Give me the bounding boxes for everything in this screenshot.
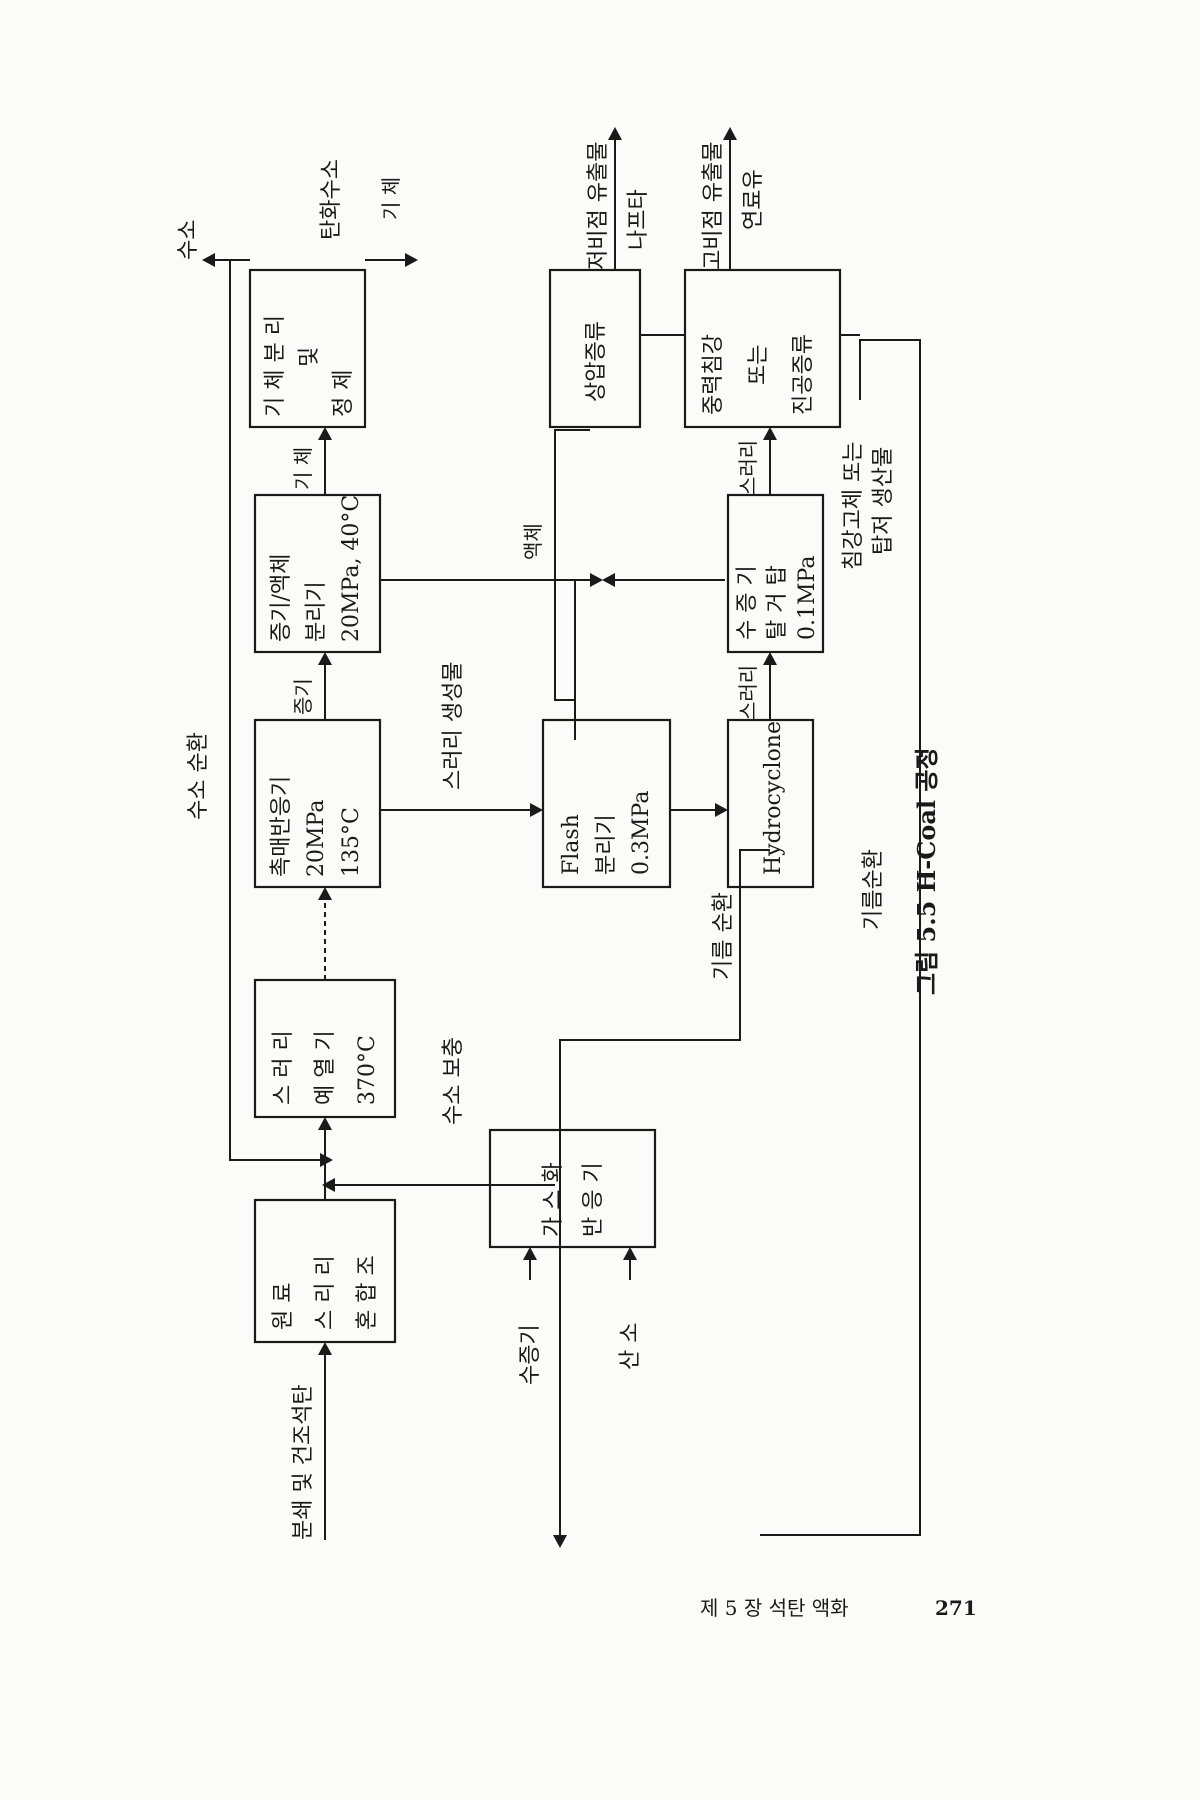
slurry-tank-line-3: 혼 합 조 — [355, 1255, 380, 1330]
oil-recycle-label-1: 기름 순환 — [711, 892, 736, 980]
arrowheads — [202, 127, 777, 1548]
hydrocyclone-label: Hydrocyclone — [761, 721, 786, 875]
residue-label-2: 탑저 생산물 — [871, 447, 896, 555]
vac-distillation-line-1: 중력침강 — [701, 334, 726, 415]
steam-stripper-line-3: 0.1MPa — [795, 556, 820, 640]
flash-box — [541, 718, 672, 889]
slurry-label-1: 스러리 — [736, 665, 760, 720]
flash-line-2: 분리기 — [594, 814, 619, 875]
flash-line-1: Flash — [559, 814, 584, 875]
hydrogen-makeup-label: 수소 보충 — [441, 1037, 466, 1125]
gas-label: 기 체 — [291, 447, 315, 490]
steam-stripper-line-2: 탈 거 탑 — [765, 565, 790, 640]
hydrogen-label: 수소 — [176, 220, 201, 260]
hydrocyclone-box — [726, 718, 815, 889]
oxygen-label: 산 소 — [618, 1323, 643, 1370]
slurry-tank-line-2: 스 리 리 — [313, 1255, 338, 1330]
hydrocarbon-gas-label-2: 기 체 — [379, 177, 403, 220]
preheater-line-1: 스 러 리 — [271, 1030, 296, 1105]
high-bp-label: 고비점 유출물 — [701, 142, 726, 270]
vac-distillation-line-3: 진공증류 — [791, 334, 816, 415]
fuel-oil-label: 연료유 — [741, 169, 766, 230]
hp-separator-line-2: 분리기 — [304, 581, 329, 642]
vac-distillation-line-2: 또는 — [746, 345, 771, 385]
gas-separation-line-3: 정 제 — [331, 370, 356, 417]
vapor-label: 증기 — [291, 678, 315, 715]
slurry-tank-box — [253, 1198, 397, 1344]
hp-separator-line-1: 증기/액체 — [269, 554, 294, 642]
oil-recycle-label-2: 기름순환 — [861, 849, 886, 930]
page-number: 271 — [935, 1596, 977, 1620]
slurry-tank-line-1: 원 료 — [271, 1283, 296, 1330]
reactor-line-3: 135°C — [339, 807, 364, 877]
vac-distillation-box — [683, 268, 842, 429]
gas-separation-box — [248, 268, 367, 429]
gasifier-line-1: 가 스 화 — [541, 1162, 566, 1237]
reactor-line-2: 20MPa — [304, 800, 329, 877]
steam-stripper-line-1: 수 증 기 — [735, 565, 760, 640]
gas-separation-line-1: 기 체 분 리 — [263, 315, 288, 417]
box-texts: 원 료 스 리 리 혼 합 조 스 러 리 예 열 기 370°C 촉매반응기 … — [263, 315, 820, 1330]
flash-line-3: 0.3MPa — [629, 791, 654, 875]
low-bp-label: 저비점 유출물 — [586, 142, 611, 270]
preheater-line-2: 예 열 기 — [313, 1030, 338, 1105]
stream-labels: 분쇄 및 건조석탄 수증기 산 소 수소 순환 수소 보충 수소 탄화수소 기 … — [176, 142, 896, 1540]
hp-separator-line-3: 20MPa, 40°C — [339, 495, 364, 642]
atm-distillation-label: 상압증류 — [584, 321, 609, 402]
steam-label: 수증기 — [518, 1324, 543, 1385]
hp-separator-box — [253, 493, 382, 654]
steam-stripper-box — [726, 493, 825, 654]
preheater-box — [253, 978, 397, 1119]
figure-caption: 그림 5.5 H-Coal 공정 — [912, 747, 941, 995]
reactor-box — [253, 718, 382, 889]
process-boxes — [248, 268, 842, 1344]
preheater-line-3: 370°C — [355, 1035, 380, 1105]
slurry-product-label: 스러리 생성물 — [441, 662, 466, 790]
gasifier-box — [488, 1128, 657, 1249]
flow-lines — [215, 140, 921, 1540]
slurry-label-2: 스러리 — [736, 440, 760, 495]
naphtha-label: 나프타 — [626, 189, 651, 250]
atm-distillation-box — [548, 268, 642, 429]
gas-separation-line-2: 및 — [297, 347, 322, 367]
liquid-label: 액체 — [521, 523, 545, 560]
residue-label-1: 침강고체 또는 — [841, 442, 866, 570]
chapter-title: 제 5 장 석탄 액화 — [700, 1596, 849, 1620]
hydrogen-recycle-label: 수소 순환 — [186, 732, 211, 820]
gasifier-line-2: 반 응 기 — [581, 1162, 606, 1237]
hydrocarbon-gas-label: 탄화수소 — [319, 159, 344, 240]
feed-label: 분쇄 및 건조석탄 — [291, 1384, 316, 1540]
reactor-line-1: 촉매반응기 — [269, 776, 294, 877]
